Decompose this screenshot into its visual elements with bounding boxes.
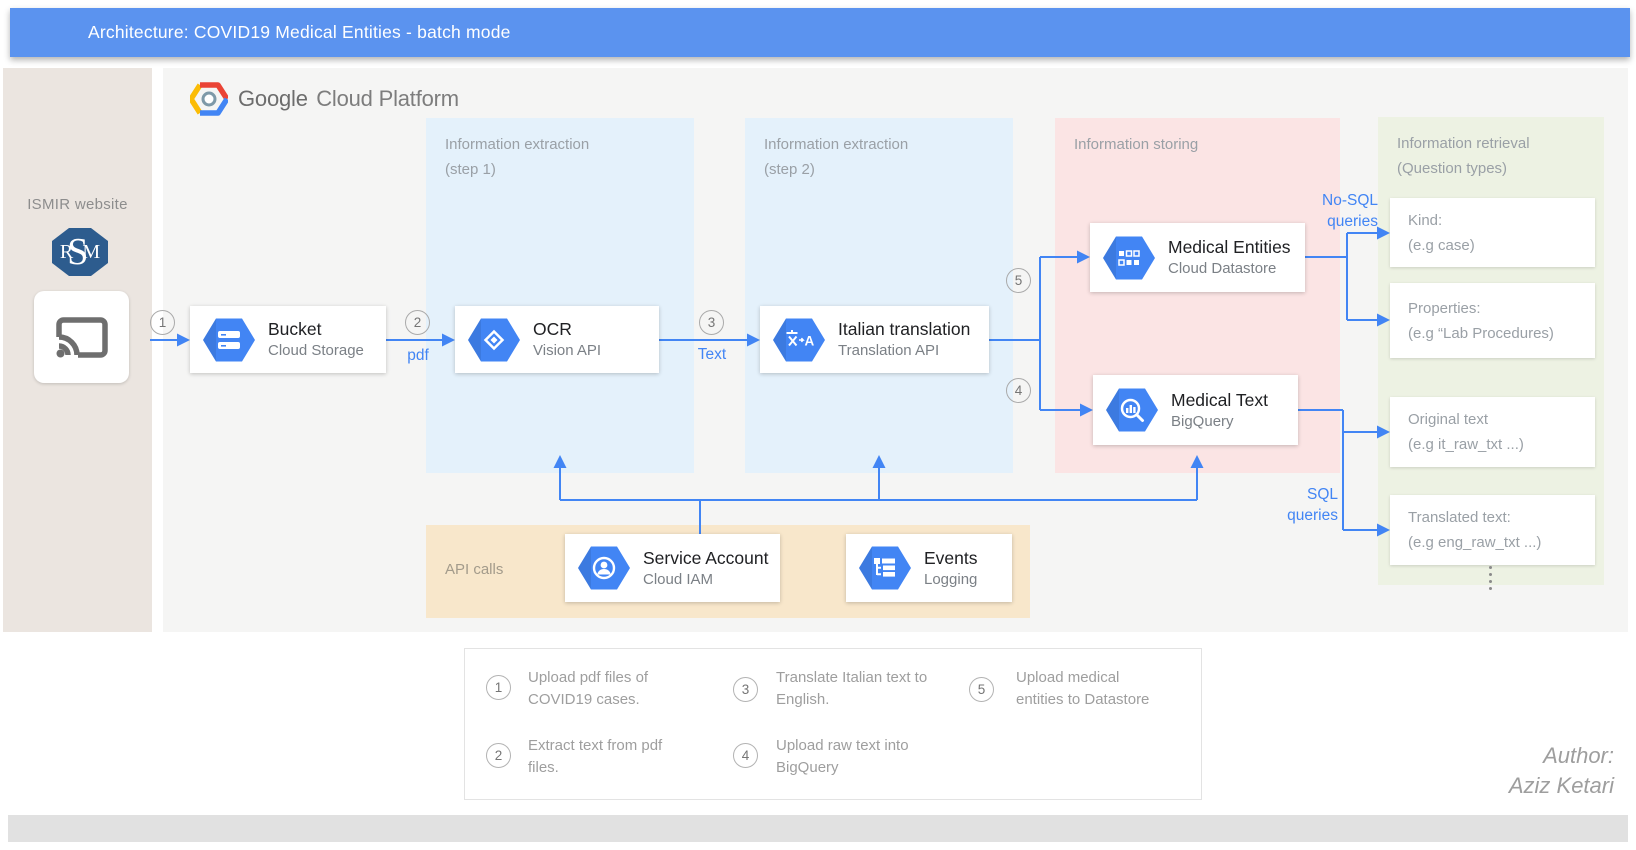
legend-item-1: Upload pdf files of COVID19 cases.	[528, 669, 649, 708]
vision-hexagon-icon	[468, 318, 520, 361]
flow-step-2-badge: 2	[405, 310, 430, 335]
flow-step-5-badge: 5	[1006, 268, 1031, 293]
gcp-logo: Google Cloud Platform	[190, 82, 459, 116]
svg-text:A: A	[805, 333, 815, 348]
node-medical-text-bigquery: Medical Text BigQuery	[1093, 375, 1298, 445]
panel-title: Information extraction (step 2)	[764, 136, 909, 178]
logging-hexagon-icon	[859, 546, 911, 590]
node-ocr-vision-api: OCR Vision API	[455, 306, 659, 373]
vertical-ellipsis-icon	[1489, 566, 1492, 590]
gcp-logo-primary-text: Google	[238, 86, 308, 111]
arrow-label-text: Text	[697, 346, 727, 363]
iam-hexagon-icon	[578, 546, 630, 590]
node-italian-translation-api: A Italian translation Translation API	[760, 306, 989, 373]
retrieval-item-kind: Kind: (e.g case)	[1390, 198, 1595, 267]
gcp-hexagon-icon	[190, 82, 228, 116]
author-credit: Author: Aziz Ketari	[1508, 743, 1614, 798]
page-title: Architecture: COVID19 Medical Entities -…	[88, 22, 511, 42]
node-medical-entities-datastore: Medical Entities Cloud Datastore	[1090, 223, 1305, 292]
arrow-label-nosql-queries: No-SQL queries	[1322, 192, 1378, 230]
panel-title: Information retrieval (Question types)	[1397, 135, 1530, 177]
title-bar: Architecture: COVID19 Medical Entities -…	[10, 8, 1630, 57]
translation-hexagon-icon: A	[773, 318, 825, 361]
retrieval-item-translated-text: Translated text: (e.g eng_raw_txt ...)	[1390, 495, 1595, 565]
arrow-label-sql-queries: SQL queries	[1287, 486, 1338, 524]
legend-badge-4: 4	[733, 743, 758, 768]
bigquery-hexagon-icon	[1106, 388, 1158, 432]
retrieval-item-properties: Properties: (e.g “Lab Procedures)	[1390, 283, 1595, 358]
ismir-website-label: ISMIR website	[27, 196, 128, 213]
legend-item-5: Upload medical entities to Datastore	[1016, 669, 1150, 708]
legend-item-4: Upload raw text into BigQuery	[776, 737, 909, 776]
node-events-logging: Events Logging	[846, 534, 1012, 602]
legend-badge-5: 5	[969, 677, 994, 702]
node-service-account-iam: Service Account Cloud IAM	[565, 534, 780, 602]
panel-title: Information storing	[1074, 136, 1199, 153]
legend-box: 1 Upload pdf files of COVID19 cases. 2 E…	[464, 648, 1202, 800]
cast-icon	[51, 317, 108, 361]
cast-tile	[34, 291, 129, 383]
panel-information-extraction-step2: Information extraction (step 2)	[745, 118, 1013, 473]
arrow-label-pdf: pdf	[407, 347, 429, 364]
legend-badge-1: 1	[486, 675, 511, 700]
node-bucket-cloud-storage: Bucket Cloud Storage	[190, 306, 386, 373]
api-calls-label: API calls	[445, 561, 504, 578]
retrieval-item-original-text: Original text (e.g it_raw_txt ...)	[1390, 397, 1595, 467]
panel-title: Information extraction (step 1)	[445, 136, 590, 178]
datastore-hexagon-icon	[1103, 236, 1155, 279]
legend-item-3: Translate Italian text to English.	[776, 669, 928, 708]
flow-step-4-badge: 4	[1006, 378, 1031, 403]
flow-step-1-badge: 1	[150, 310, 175, 335]
legend-badge-2: 2	[486, 743, 511, 768]
flow-step-3-badge: 3	[699, 310, 724, 335]
footer-bar	[8, 815, 1628, 842]
legend-badge-3: 3	[733, 677, 758, 702]
gcp-logo-secondary-text: Cloud Platform	[316, 86, 459, 111]
storage-hexagon-icon	[203, 318, 255, 361]
panel-information-extraction-step1: Information extraction (step 1)	[426, 118, 694, 473]
legend-item-2: Extract text from pdf files.	[528, 737, 663, 776]
